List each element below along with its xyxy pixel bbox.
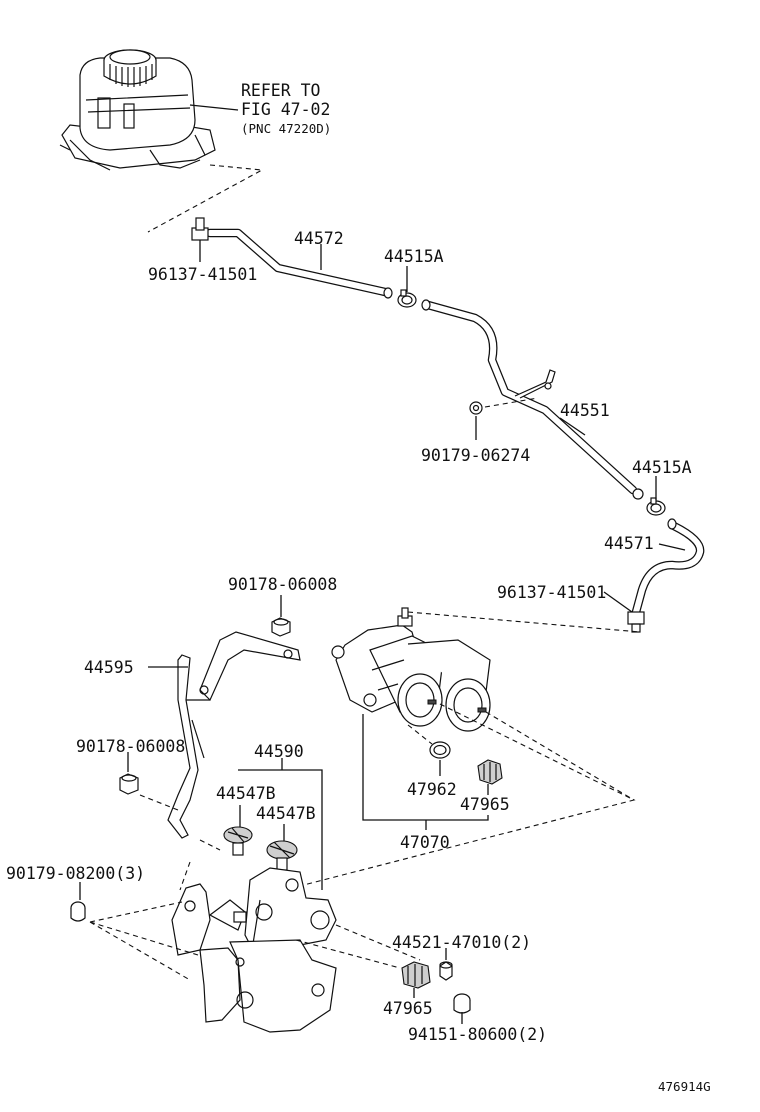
label-96137-41501-mid: 96137-41501 xyxy=(497,583,606,602)
label-90178-06008-lower: 90178-06008 xyxy=(76,737,185,756)
actuator-assembly-47070 xyxy=(331,607,491,732)
hose-44572 xyxy=(191,217,393,299)
label-47965-upper: 47965 xyxy=(460,795,510,814)
label-44547b-left: 44547B xyxy=(216,784,276,803)
label-44572: 44572 xyxy=(294,229,344,248)
label-44521-47010: 44521-47010(2) xyxy=(392,933,531,952)
reference-line-1: REFER TO xyxy=(241,81,320,100)
nut-90179-08200 xyxy=(70,901,86,922)
label-90178-06008-upper: 90178-06008 xyxy=(228,575,337,594)
reference-line-3: (PNC 47220D) xyxy=(241,121,331,136)
nut-90178-06008-upper xyxy=(271,617,291,637)
collar-44521-47010 xyxy=(439,961,453,981)
label-47965-lower: 47965 xyxy=(383,999,433,1018)
label-44515a-top: 44515A xyxy=(384,247,444,266)
label-44590: 44590 xyxy=(254,742,304,761)
label-94151-80600: 94151-80600(2) xyxy=(408,1025,547,1044)
figure-id: 476914G xyxy=(658,1079,711,1094)
label-44551: 44551 xyxy=(560,401,610,420)
clamp-44515a-mid xyxy=(632,488,666,516)
clamp-44515a-top xyxy=(397,289,417,308)
label-44515a-mid: 44515A xyxy=(632,458,692,477)
bracket-44590 xyxy=(171,867,337,1033)
damper-47965-upper xyxy=(477,759,503,785)
label-47962: 47962 xyxy=(407,780,457,799)
label-90179-08200: 90179-08200(3) xyxy=(6,864,145,883)
label-96137-41501-top: 96137-41501 xyxy=(148,265,257,284)
reference-line-2: FIG 47-02 xyxy=(241,100,330,119)
label-47070: 47070 xyxy=(400,833,450,852)
label-44547b-right: 44547B xyxy=(256,804,316,823)
nut-90179-06274 xyxy=(469,401,483,415)
bracket-44595 xyxy=(167,631,301,839)
label-44571: 44571 xyxy=(604,534,654,553)
brake-fluid-reservoir xyxy=(59,49,239,171)
grommet-44547b-left xyxy=(223,826,253,856)
grommet-44547b-right xyxy=(266,840,298,871)
nut-90178-06008-lower xyxy=(119,773,139,795)
pipe-44551 xyxy=(421,299,638,495)
nut-94151-80600 xyxy=(453,993,471,1014)
damper-47965-lower xyxy=(401,961,431,989)
ring-47962 xyxy=(429,741,451,759)
label-44595: 44595 xyxy=(84,658,134,677)
label-90179-06274: 90179-06274 xyxy=(421,446,530,465)
